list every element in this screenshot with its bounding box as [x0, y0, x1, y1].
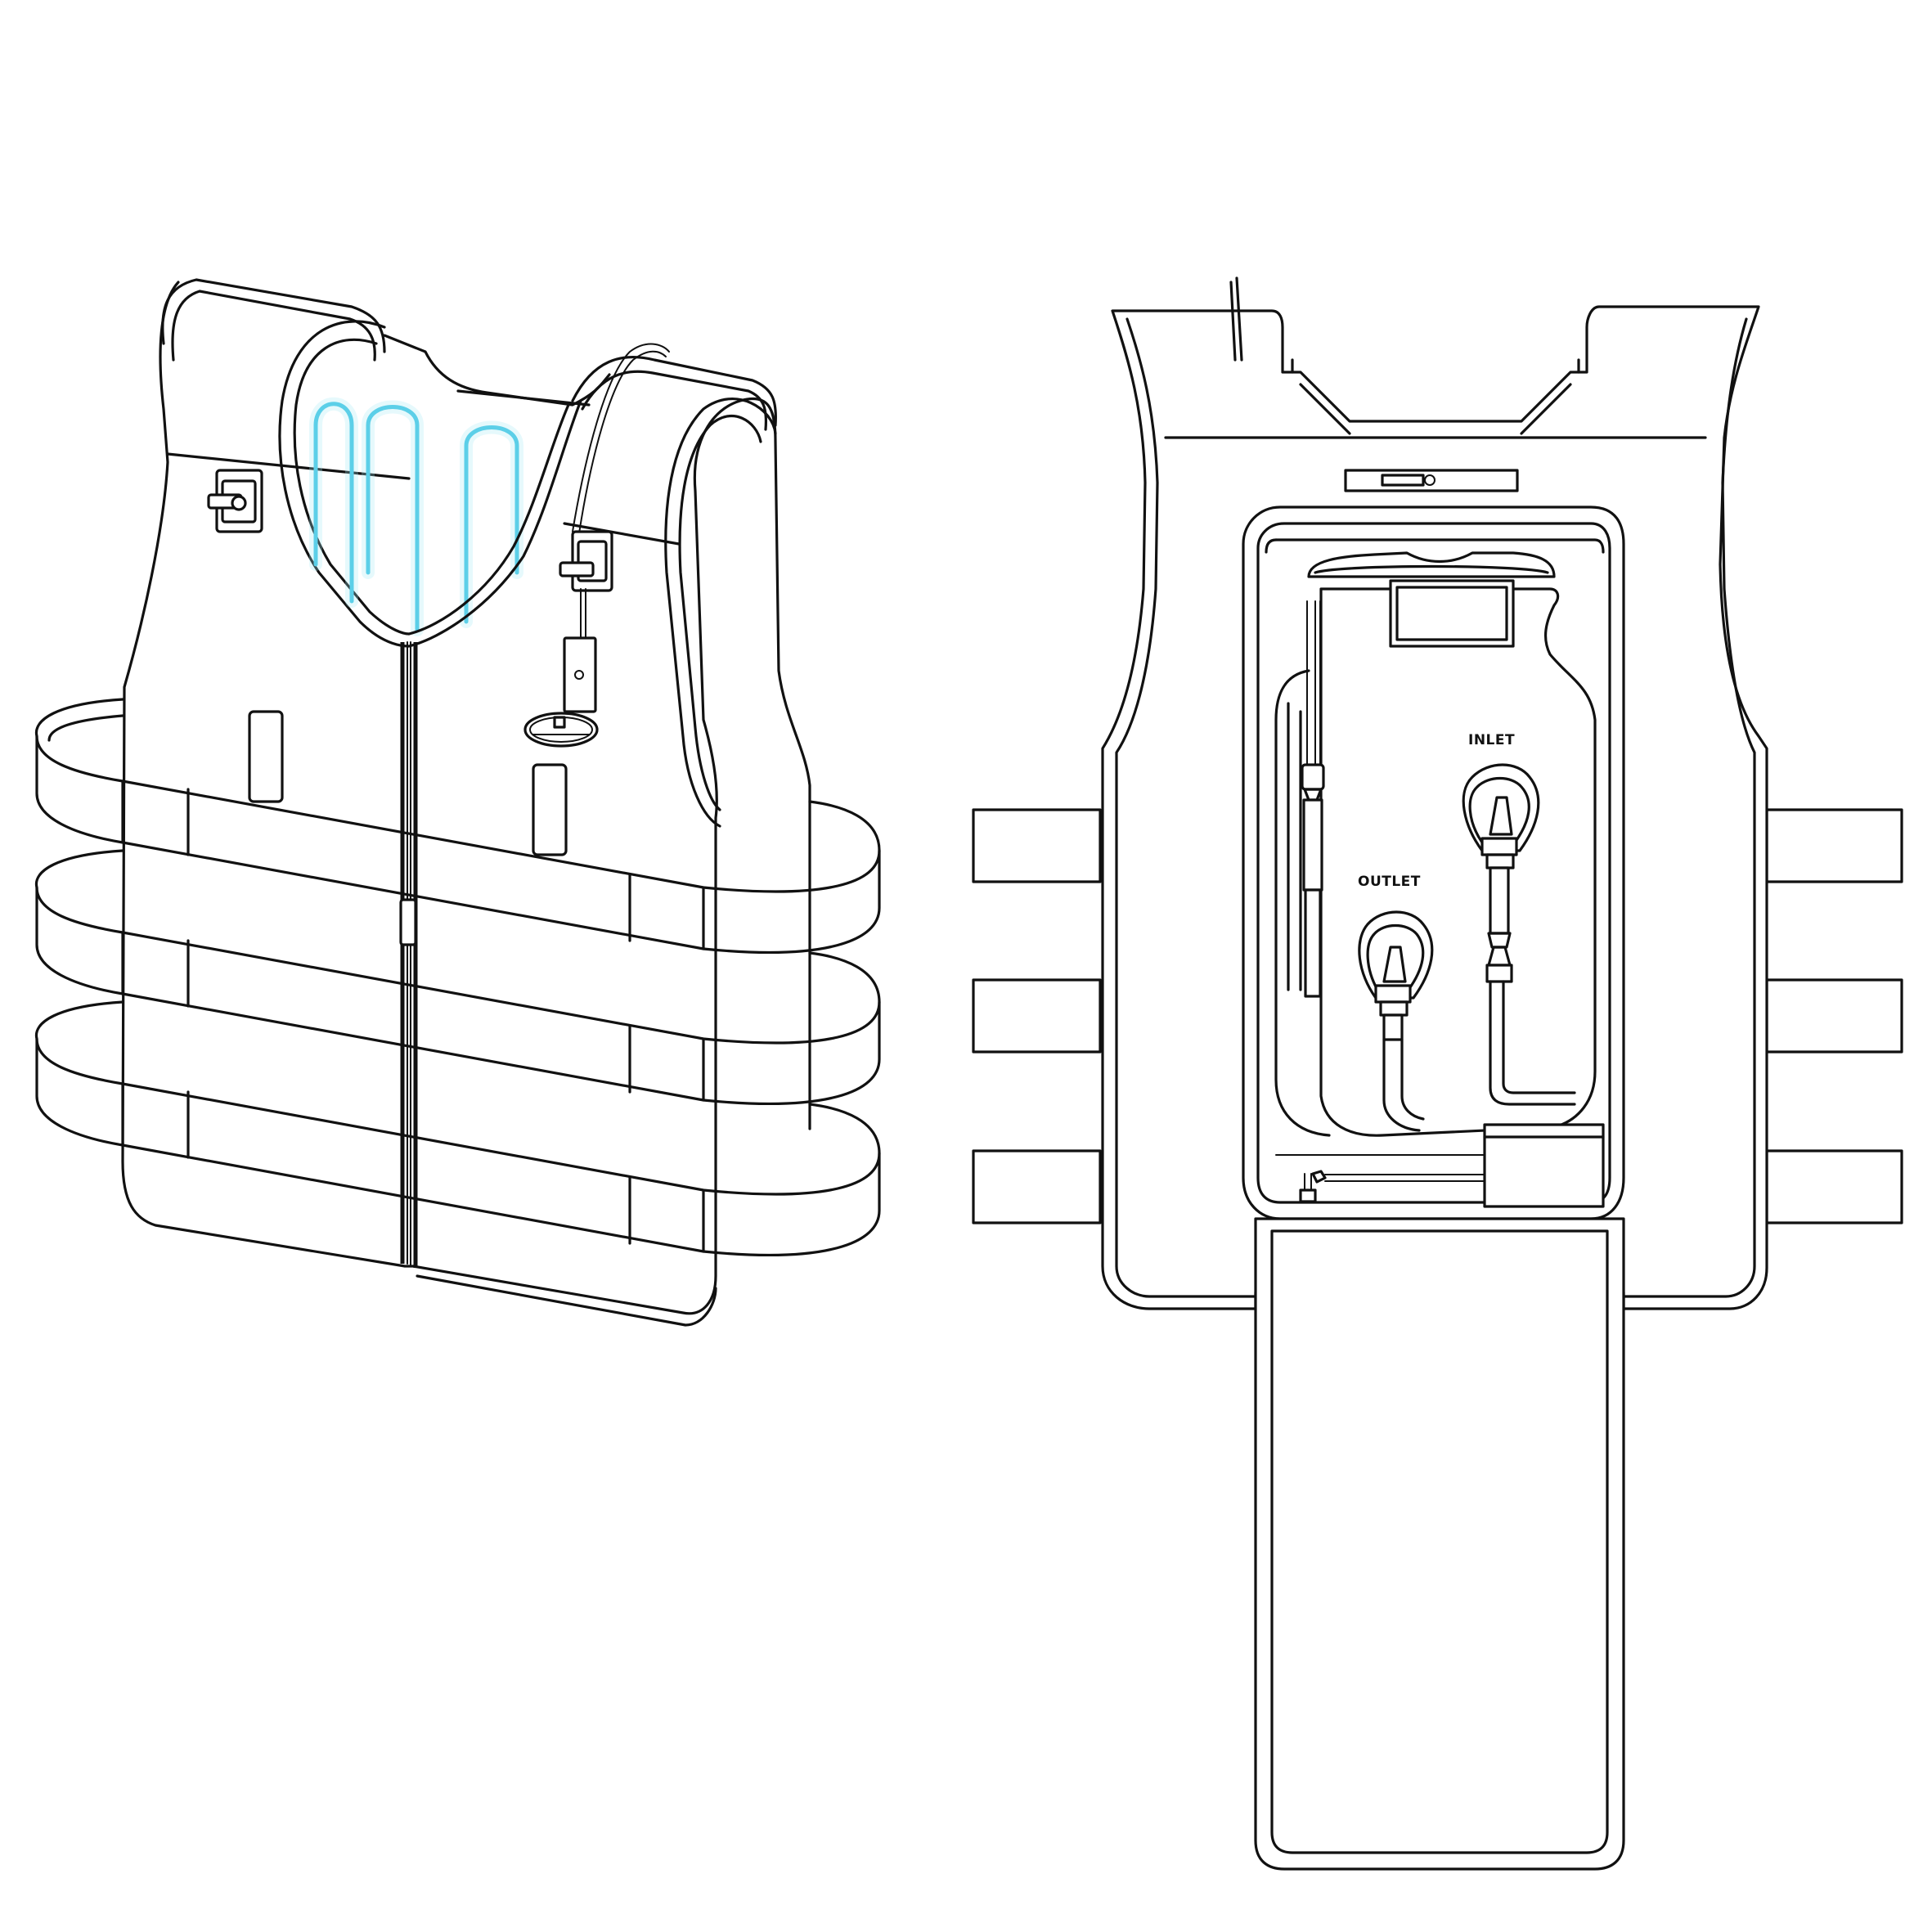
right-hem: [416, 1274, 717, 1327]
back-body-inner: [1115, 317, 1257, 1298]
inlet-label: INLET: [1468, 732, 1515, 748]
antenna-wire: [1229, 276, 1243, 362]
back-side-straps: [972, 808, 1903, 1224]
outlet-fitting: [1358, 910, 1434, 1132]
brand-logo-badge: [523, 712, 599, 748]
cooling-channel-3: [460, 420, 523, 628]
right-shoulder-strap: [571, 355, 777, 427]
name-tag: [1344, 469, 1519, 492]
right-shoulder-strap-inner: [581, 370, 768, 431]
wrap-strap-3: [34, 1000, 881, 1256]
left-shoulder-strap: [161, 278, 386, 353]
cooling-channel-1: [309, 397, 358, 608]
molle-loop-left: [248, 710, 284, 803]
hose-line-2: [578, 350, 667, 534]
vest-body-outline: [121, 281, 811, 1315]
cooling-channels: [309, 397, 523, 636]
outlet-label: OUTLET: [1358, 874, 1421, 890]
right-armhole: [664, 398, 777, 828]
right-neck-curve-inner: [407, 403, 570, 636]
cooling-channel-2: [362, 400, 424, 636]
front-zipper: [399, 641, 418, 1268]
power-cable: [1275, 1123, 1605, 1208]
right-snap-connector: [559, 530, 613, 713]
left-snap-connector: [207, 469, 263, 533]
vest-front-view: [34, 278, 881, 1327]
right-armhole-inner: [678, 414, 762, 811]
left-neck-curve-inner: [293, 338, 411, 636]
back-neck-panel-inner: [456, 389, 591, 407]
pocket-flap[interactable]: [1254, 1217, 1625, 1871]
inlet-fitting: [1462, 763, 1576, 1106]
left-neck-curve: [278, 320, 411, 648]
wrap-strap-1: [34, 698, 881, 954]
molle-loop-right: [532, 763, 568, 856]
hose-line: [572, 343, 670, 532]
right-shoulder-seam: [563, 522, 681, 546]
wrap-strap-2: [34, 849, 881, 1105]
vest-back-view: INLET OUTLET: [972, 276, 1903, 1871]
drink-tube: [1301, 600, 1325, 998]
right-neck-curve: [407, 399, 582, 648]
left-shoulder-strap-inner: [171, 290, 376, 362]
